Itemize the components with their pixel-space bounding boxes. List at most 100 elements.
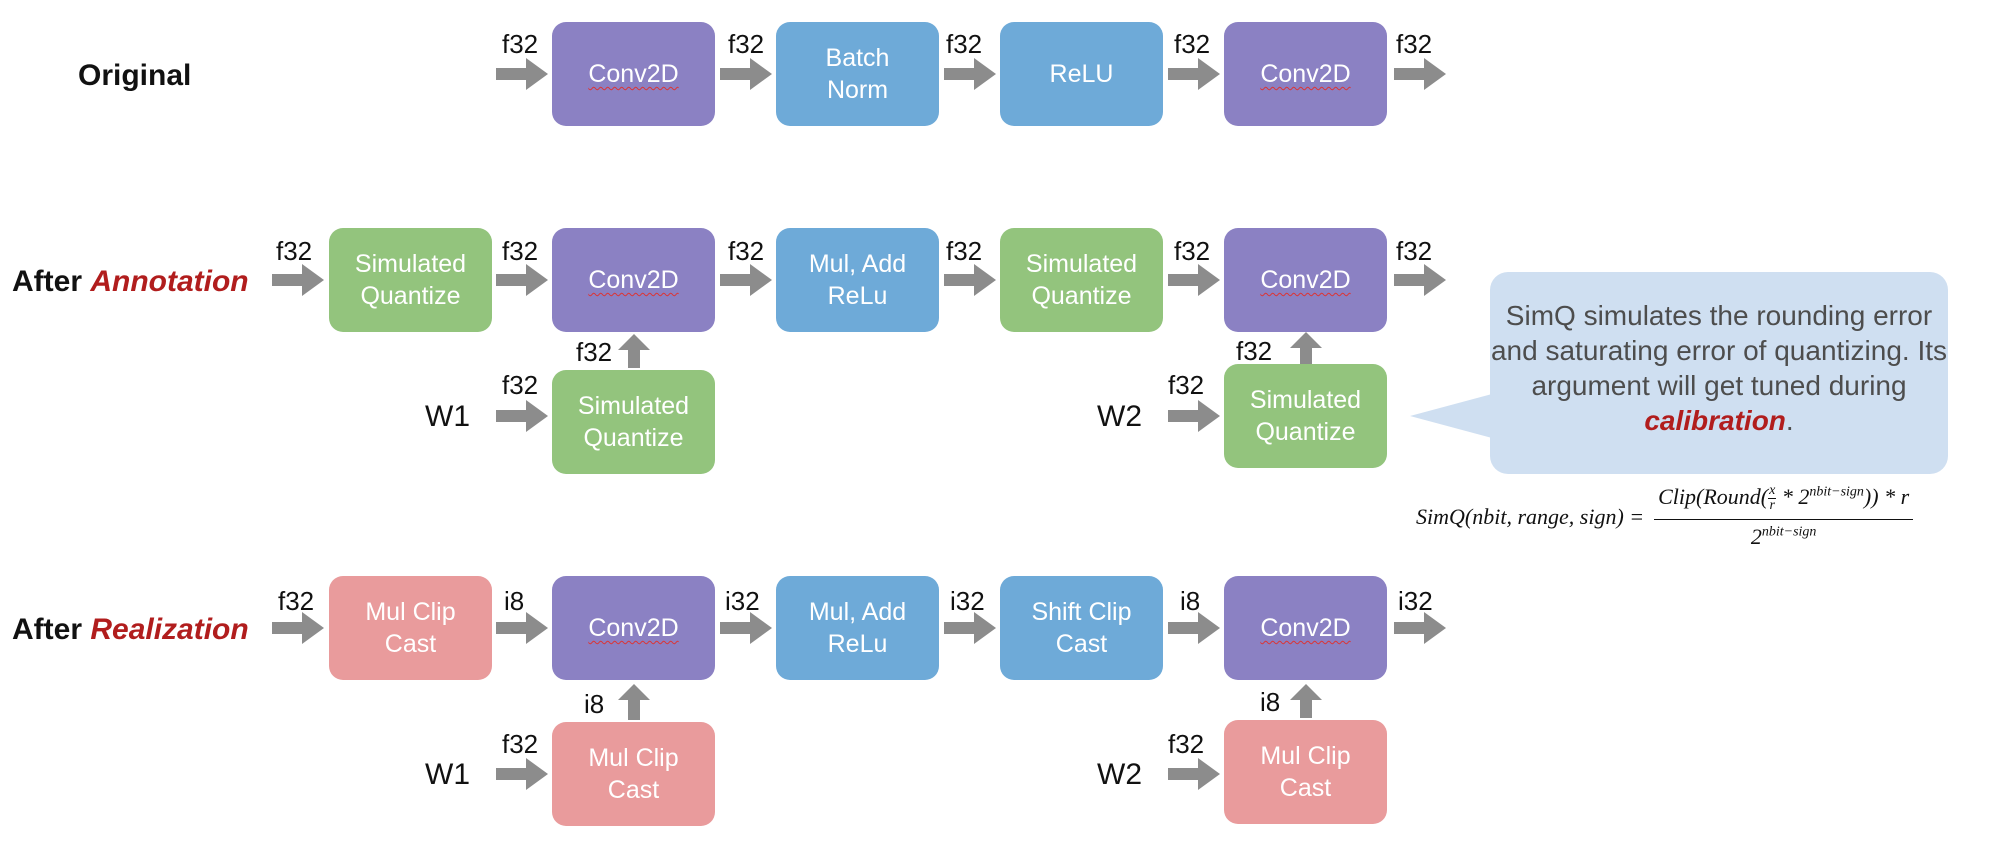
node-label: Simulated Quantize xyxy=(1025,249,1138,311)
arrow-right-icon xyxy=(944,612,996,644)
formula-denominator: 2nbit−sign xyxy=(1751,520,1817,550)
node-mul-clip-cast: Mul Clip Cast xyxy=(329,576,492,680)
arrow-right-icon xyxy=(1168,400,1220,432)
node-label: Conv2D xyxy=(1260,59,1351,88)
node-simulated-quantize: Simulated Quantize xyxy=(1000,228,1163,332)
dtype-label: f32 xyxy=(576,337,613,367)
dtype-label: i32 xyxy=(1398,586,1433,616)
arrow-right-icon xyxy=(944,58,996,90)
formula-num-b: * 2 xyxy=(1776,484,1810,509)
row-label-prefix: After xyxy=(12,265,91,298)
dtype-label: f32 xyxy=(1174,236,1211,266)
callout-box xyxy=(1490,272,1948,474)
node-conv2d: Conv2D xyxy=(552,228,715,332)
node-conv2d: Conv2D xyxy=(1224,22,1387,126)
arrow-up-icon xyxy=(618,334,650,368)
arrow-right-icon xyxy=(1168,58,1220,90)
row-label-prefix: After xyxy=(12,613,91,646)
node-label: Simulated Quantize xyxy=(354,249,467,311)
arrow-right-icon xyxy=(1394,264,1446,296)
node-simulated-quantize: Simulated Quantize xyxy=(329,228,492,332)
dtype-label: f32 xyxy=(1168,729,1205,759)
dtype-label: f32 xyxy=(502,29,539,59)
formula-den-base: 2 xyxy=(1750,524,1762,550)
weight-label-w2: W2 xyxy=(1097,400,1142,433)
node-mul-clip-cast-w2: Mul Clip Cast xyxy=(1224,720,1387,824)
node-label: Mul Clip Cast xyxy=(588,743,679,805)
node-batch-norm: Batch Norm xyxy=(776,22,939,126)
node-conv2d: Conv2D xyxy=(552,576,715,680)
formula-x: x xyxy=(1768,483,1777,500)
node-relu: ReLU xyxy=(1000,22,1163,126)
arrow-right-icon xyxy=(496,612,548,644)
node-label: Shift Clip Cast xyxy=(1031,597,1132,659)
row-label-original: Original xyxy=(78,59,192,92)
node-conv2d: Conv2D xyxy=(1224,576,1387,680)
dtype-label: f32 xyxy=(502,370,539,400)
dtype-label: i8 xyxy=(504,586,525,616)
formula-num-a: Clip(Round( xyxy=(1658,484,1769,509)
dtype-label: f32 xyxy=(502,236,539,266)
node-label: Mul Clip Cast xyxy=(1260,741,1351,803)
node-label: Conv2D xyxy=(1260,613,1351,642)
formula-num-c: )) * r xyxy=(1863,484,1910,509)
callout-text: SimQ simulates the rounding error and sa… xyxy=(1490,298,1948,438)
dtype-label: f32 xyxy=(1396,29,1433,59)
dtype-label: f32 xyxy=(946,29,983,59)
dtype-label: f32 xyxy=(278,586,315,616)
node-label: Conv2D xyxy=(1260,265,1351,294)
arrow-right-icon xyxy=(1394,612,1446,644)
dtype-label: f32 xyxy=(276,236,313,266)
dtype-label: f32 xyxy=(502,729,539,759)
dtype-label: f32 xyxy=(1168,370,1205,400)
node-shift-clip-cast: Shift Clip Cast xyxy=(1000,576,1163,680)
dtype-label: f32 xyxy=(946,236,983,266)
node-simulated-quantize-w2: Simulated Quantize xyxy=(1224,364,1387,468)
arrow-right-icon xyxy=(720,264,772,296)
arrow-right-icon xyxy=(496,264,548,296)
node-label: Batch Norm xyxy=(825,43,890,105)
node-label: Conv2D xyxy=(588,59,679,88)
node-label: Conv2D xyxy=(588,613,679,642)
callout-emphasis: calibration xyxy=(1644,405,1786,436)
formula-den-exp: nbit−sign xyxy=(1761,525,1817,541)
arrow-right-icon xyxy=(720,58,772,90)
weight-label-w1: W1 xyxy=(425,400,470,433)
arrow-right-icon xyxy=(1168,758,1220,790)
node-conv2d: Conv2D xyxy=(552,22,715,126)
dtype-label: i8 xyxy=(1260,687,1281,717)
node-mul-clip-cast-w1: Mul Clip Cast xyxy=(552,722,715,826)
arrow-up-icon xyxy=(618,684,650,720)
dtype-label: i32 xyxy=(725,586,760,616)
row-label-realization: After Realization xyxy=(12,615,249,645)
weight-label-w2: W2 xyxy=(1097,758,1142,791)
node-label: Mul, Add ReLu xyxy=(808,597,907,659)
arrow-right-icon xyxy=(720,612,772,644)
node-mul-add-relu: Mul, Add ReLu xyxy=(776,576,939,680)
arrow-right-icon xyxy=(496,758,548,790)
formula-r: r xyxy=(1769,498,1775,514)
node-conv2d: Conv2D xyxy=(1224,228,1387,332)
dtype-label: i8 xyxy=(584,689,605,719)
formula-exp: nbit−sign xyxy=(1809,484,1864,500)
dtype-label: f32 xyxy=(1174,29,1211,59)
dtype-label: f32 xyxy=(728,29,765,59)
row-label-emphasis: Annotation xyxy=(90,265,249,298)
arrow-right-icon xyxy=(1394,58,1446,90)
node-label: Simulated Quantize xyxy=(1249,385,1362,447)
dtype-label: f32 xyxy=(1236,336,1273,366)
row-label-annotation: After Annotation xyxy=(12,267,249,297)
arrow-right-icon xyxy=(496,58,548,90)
callout-pointer xyxy=(1410,394,1492,438)
node-label: Mul, Add ReLu xyxy=(808,249,907,311)
dtype-label: i8 xyxy=(1180,586,1201,616)
dtype-label: i32 xyxy=(950,586,985,616)
arrow-right-icon xyxy=(272,264,324,296)
arrow-right-icon xyxy=(1168,264,1220,296)
dtype-label: f32 xyxy=(728,236,765,266)
arrow-right-icon xyxy=(944,264,996,296)
